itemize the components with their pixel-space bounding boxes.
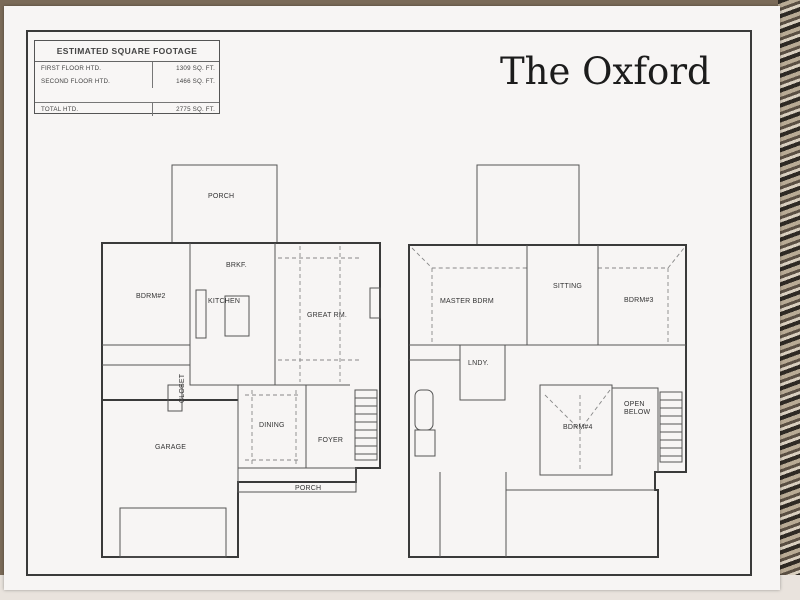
fireplace — [369, 287, 381, 319]
room-label-garage: GARAGE — [155, 444, 186, 451]
front-roof-lines — [439, 472, 655, 557]
room-label-closet: CLOSET — [179, 373, 186, 403]
room-label-master-bdrm: MASTER BDRM — [440, 298, 494, 305]
sqft-row-label: FIRST FLOOR HTD. — [41, 65, 102, 72]
room-label-porch-front: PORCH — [295, 485, 321, 492]
square-footage-table: ESTIMATED SQUARE FOOTAGE FIRST FLOOR HTD… — [34, 40, 220, 116]
sqft-row-second-floor: SECOND FLOOR HTD. 1466 SQ. FT. — [35, 75, 219, 88]
front-porch-outline — [237, 467, 357, 493]
room-label-sitting: SITTING — [553, 283, 582, 290]
sqft-row-total: TOTAL HTD. 2775 SQ. FT. — [35, 102, 219, 116]
first-floor-stairs — [354, 389, 378, 461]
bedroom-walls — [409, 245, 686, 346]
second-floor-plan: MASTER BDRM SITTING BDRM#3 LNDY. BDRM#4 … — [408, 164, 687, 558]
room-label-bdrm2: BDRM#2 — [136, 293, 166, 300]
ceiling-hip-lines — [411, 247, 685, 345]
hall-walls — [102, 345, 275, 386]
room-label-bdrm4: BDRM#4 — [563, 424, 593, 431]
plan-title: The Oxford — [500, 50, 711, 93]
sqft-row-label: SECOND FLOOR HTD. — [41, 78, 111, 85]
sqft-total-value: 2775 SQ. FT. — [152, 103, 219, 116]
kitchen-counter — [195, 289, 207, 339]
room-label-lndy: LNDY. — [468, 360, 489, 367]
room-label-bdrm3: BDRM#3 — [624, 297, 654, 304]
garage-door — [119, 507, 227, 558]
second-floor-stairs — [659, 391, 683, 463]
sqft-table-heading: ESTIMATED SQUARE FOOTAGE — [35, 41, 219, 62]
room-label-brkf: BRKF. — [226, 262, 247, 269]
dining-foyer-walls — [237, 384, 350, 468]
sqft-total-label: TOTAL HTD. — [41, 106, 79, 113]
room-label-open-below: OPEN BELOW — [624, 401, 650, 416]
kitchen-island — [224, 295, 250, 337]
great-room-ceiling-lines — [278, 246, 362, 382]
sqft-row-value: 1466 SQ. FT. — [152, 75, 219, 88]
laundry-walls — [409, 345, 506, 401]
bdrm4-walls — [539, 384, 613, 476]
open-below-walls — [612, 387, 659, 472]
room-label-porch: PORCH — [208, 193, 234, 200]
open-below-line-2: BELOW — [624, 409, 650, 416]
closet — [167, 384, 183, 412]
room-label-dining: DINING — [259, 422, 285, 429]
bathtub — [414, 389, 434, 431]
room-label-foyer: FOYER — [318, 437, 343, 444]
room-label-kitchen: KITCHEN — [208, 298, 240, 305]
background-pattern — [778, 0, 800, 600]
sqft-row-value: 1309 SQ. FT. — [152, 62, 219, 75]
open-below-line-1: OPEN — [624, 401, 645, 408]
shower — [414, 429, 436, 457]
first-floor-plan: PORCH BRKF. BDRM#2 KITCHEN GREAT RM. GAR… — [101, 164, 381, 558]
room-label-great-rm: GREAT RM. — [307, 312, 347, 319]
sqft-row-first-floor: FIRST FLOOR HTD. 1309 SQ. FT. — [35, 62, 219, 75]
rear-porch-outline — [171, 164, 278, 244]
sheet-border — [26, 30, 752, 576]
bdrm4-ceiling-lines — [544, 389, 611, 470]
roof-below-outline — [476, 164, 580, 246]
